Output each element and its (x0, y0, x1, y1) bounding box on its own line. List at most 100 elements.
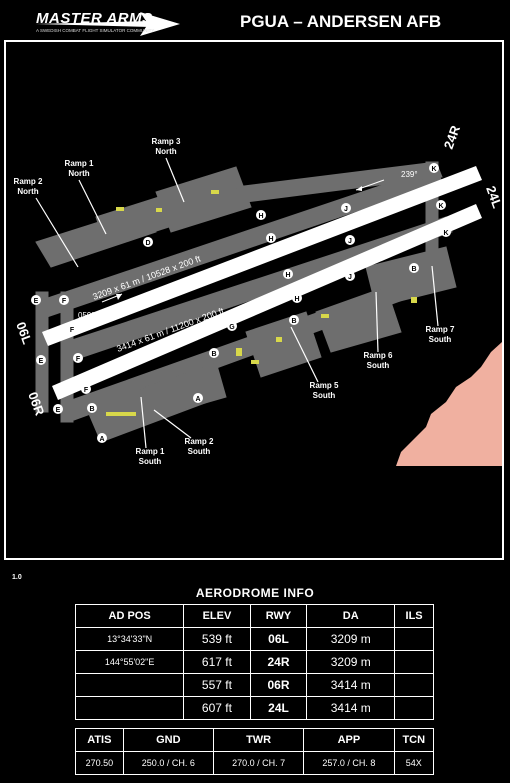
header-elev: ELEV (183, 604, 251, 628)
svg-text:E: E (39, 358, 44, 365)
ramp5-south-label-2: South (313, 391, 336, 400)
header-tcn: TCN (393, 728, 435, 752)
airport-map-svg: 3209 x 61 m / 10528 x 200 ft 3414 x 61 m… (13, 123, 502, 466)
cell-ils (394, 650, 434, 674)
airport-diagram: 3209 x 61 m / 10528 x 200 ft 3414 x 61 m… (4, 40, 504, 560)
ramp2-south-label-1: Ramp 2 (185, 437, 214, 446)
rwy-06L-label: 06L (13, 320, 35, 346)
taxiway-b-marker-3: B (87, 403, 97, 413)
svg-text:A: A (99, 436, 104, 443)
cell-pos (74, 696, 185, 720)
header-atis: ATIS (75, 728, 124, 752)
ramp1-north-label-1: Ramp 1 (65, 159, 94, 168)
taxiway-b-marker-1: B (289, 315, 299, 325)
taxiway-j-marker-2: J (345, 235, 355, 245)
taxiway-a-marker-2: A (97, 433, 107, 443)
arrow-059-icon (116, 294, 122, 300)
header-da: DA (306, 604, 396, 628)
ramp2-south-label-2: South (188, 447, 211, 456)
header-ad-pos: AD POS (74, 604, 185, 628)
table-row: 13°34'33"N 539 ft 06L 3209 m (74, 627, 434, 651)
svg-text:A: A (195, 396, 200, 403)
taxiway-f-marker-3: F (73, 353, 83, 363)
taxiway-d-marker: D (143, 237, 153, 247)
cell-da: 3209 m (306, 627, 396, 651)
cell-elev: 557 ft (183, 673, 251, 697)
taxiway-k-marker-1: K (429, 163, 439, 173)
header-twr: TWR (212, 728, 305, 752)
twr-frequency: 270.0 / CH. 7 (212, 751, 305, 775)
svg-text:H: H (258, 213, 263, 220)
water-area (396, 342, 502, 466)
aerodrome-info-title: AERODROME INFO (195, 586, 315, 600)
runway-06R-24L (52, 204, 482, 400)
cell-rwy: 06R (249, 673, 308, 697)
page-title: PGUA – ANDERSEN AFB (240, 12, 442, 31)
taxiway-h-marker-4: H (292, 293, 302, 303)
svg-text:B: B (411, 266, 416, 273)
cell-da: 3209 m (306, 650, 396, 674)
taxiway-b-marker-2: B (209, 348, 219, 358)
table-header-row: AD POS ELEV RWY DA ILS (74, 604, 434, 628)
cell-rwy: 24R (249, 650, 308, 674)
svg-text:F: F (76, 356, 81, 363)
cell-rwy: 06L (249, 627, 308, 651)
taxiway-j-marker-1: J (341, 203, 351, 213)
svg-text:E: E (34, 298, 39, 305)
triangle-marker-icon (453, 175, 463, 183)
taxiway-f-marker-1: F (59, 295, 69, 305)
taxiway-b-marker-4: B (409, 263, 419, 273)
svg-text:B: B (211, 351, 216, 358)
ramp1-north-label-2: North (68, 169, 89, 178)
parking-spots (106, 190, 417, 416)
heading-059: 059° (78, 311, 95, 320)
taxiway-f-marker-2: F (67, 324, 77, 334)
svg-text:E: E (56, 407, 61, 414)
cell-da: 3414 m (306, 696, 396, 720)
svg-text:F: F (62, 298, 67, 305)
taxiway-markers: K K K J J J H H H H D F F F F E E E G B … (31, 163, 451, 443)
master-arms-logo: MASTER ARMS A SWEDISH COMBAT FLIGHT SIMU… (30, 8, 180, 40)
taxiway-k-marker-3: K (441, 227, 451, 237)
taxiway-h-marker-2: H (266, 233, 276, 243)
arrow-239-icon (356, 186, 362, 191)
version-label: 1.0 (12, 574, 22, 581)
table-row: 144°55'02"E 617 ft 24R 3209 m (74, 650, 434, 674)
heading-239: 239° (401, 170, 418, 179)
cell-elev: 617 ft (183, 650, 251, 674)
svg-text:K: K (438, 203, 443, 210)
tacan-channel: 54X (393, 751, 435, 775)
taxiway-g-marker: G (227, 321, 237, 331)
runway-06L-24R (42, 166, 482, 346)
header-ils: ILS (394, 604, 434, 628)
ramp6-south-label-1: Ramp 6 (364, 351, 393, 360)
taxiway-e-marker-2: E (36, 355, 46, 365)
taxiway-h-marker-3: H (283, 269, 293, 279)
rwy-24L-label: 24L (483, 184, 502, 210)
svg-text:B: B (291, 318, 296, 325)
cell-pos: 13°34'33"N (74, 627, 185, 651)
logo-text: MASTER ARMS (36, 10, 153, 27)
header-app: APP (303, 728, 395, 752)
svg-text:B: B (89, 406, 94, 413)
ramp2-north-label-1: Ramp 2 (14, 177, 43, 186)
taxiway-a-marker-1: A (193, 393, 203, 403)
svg-text:D: D (145, 240, 150, 247)
comm-header-row: ATIS GND TWR APP TCN (75, 728, 435, 752)
svg-text:J: J (348, 274, 352, 281)
svg-text:K: K (431, 166, 436, 173)
svg-text:H: H (285, 272, 290, 279)
taxiway-f-marker-4: F (81, 384, 91, 394)
table-row: 557 ft 06R 3414 m (74, 673, 434, 697)
ramp2-north-label-2: North (17, 187, 38, 196)
table-row: 607 ft 24L 3414 m (74, 696, 434, 720)
svg-text:F: F (70, 327, 75, 334)
cell-elev: 607 ft (183, 696, 251, 720)
svg-text:J: J (344, 206, 348, 213)
taxiway-k-marker-2: K (436, 200, 446, 210)
ramp1-south-label-2: South (139, 457, 162, 466)
svg-text:F: F (84, 387, 89, 394)
header-rwy: RWY (249, 604, 308, 628)
cell-ils (394, 696, 434, 720)
svg-text:H: H (268, 236, 273, 243)
